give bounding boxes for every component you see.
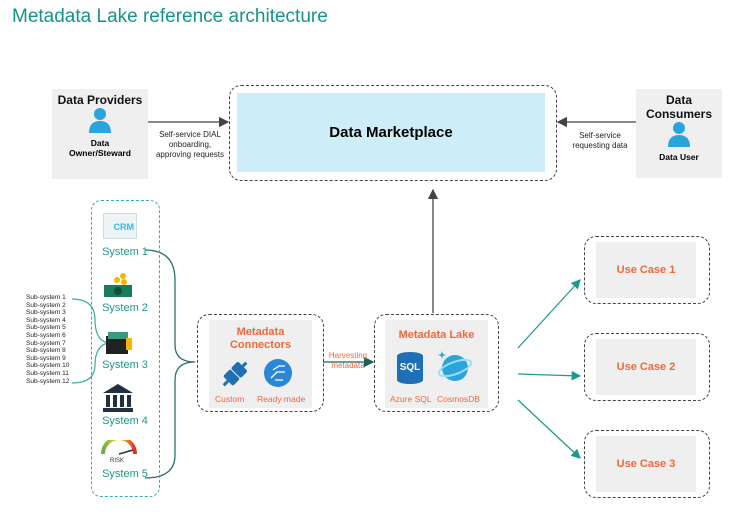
systems-container [91, 200, 160, 497]
consumers-role: Data User [659, 152, 699, 162]
azure-sql-icon: SQL [397, 352, 423, 384]
page-title: Metadata Lake reference architecture [12, 6, 328, 27]
system-5[interactable]: System 5 [102, 468, 148, 480]
risk-gauge-icon [101, 440, 137, 455]
subsystem-item: Sub-system 5 [26, 324, 66, 332]
bank-icon [103, 384, 133, 412]
use-case-1[interactable]: Use Case 1 [596, 242, 696, 298]
system-4[interactable]: System 4 [102, 415, 148, 427]
crm-icon: CRM [103, 213, 137, 239]
use-case-2[interactable]: Use Case 2 [596, 339, 696, 395]
cosmosdb-icon [437, 351, 473, 381]
machine-icon [106, 332, 132, 354]
subsystem-item: Sub-system 7 [26, 339, 66, 347]
use-case-1-arrow [517, 279, 581, 349]
metadata-connectors-panel[interactable]: Metadata Connectors Custom Ready made [209, 320, 312, 408]
system-2[interactable]: System 2 [102, 302, 148, 314]
subsystem-item: Sub-system 2 [26, 301, 66, 309]
circuit-icon [264, 359, 292, 387]
user-icon [668, 122, 690, 147]
subsystem-item: Sub-system 6 [26, 331, 66, 339]
metadata-lake-panel[interactable]: Metadata Lake SQL Azure SQL CosmosDB [385, 320, 488, 408]
consumers-flow-label: Self-service requesting data [572, 131, 628, 150]
providers-role: Data Owner/Steward [69, 138, 131, 158]
lake-heading: Metadata Lake [398, 329, 475, 341]
connectors-container [197, 314, 324, 412]
risk-label: RISK [110, 458, 125, 464]
plug-icon [222, 361, 248, 387]
data-consumers-panel: Data Consumers Data User [636, 89, 722, 178]
subsystem-item: Sub-system 3 [26, 309, 66, 317]
use-case-2-arrow [517, 370, 582, 381]
subsystem-item: Sub-system 9 [26, 354, 66, 362]
providers-heading: Data Providers [57, 93, 143, 107]
use-case-1-container [584, 236, 710, 304]
connectors-heading: Metadata Connectors [229, 326, 292, 351]
use-case-3-container [584, 430, 710, 498]
subsystem-item: Sub-system 10 [26, 362, 70, 370]
marketplace-container [229, 85, 557, 181]
lake-container [374, 314, 499, 412]
subsystem-item: Sub-system 4 [26, 316, 66, 324]
harvest-label: Harvesting metadata [328, 351, 368, 370]
user-icon [89, 108, 111, 133]
custom-label: Custom [215, 394, 245, 404]
subsystem-item: Sub-system 8 [26, 347, 66, 355]
use-case-2-container [584, 333, 710, 401]
use-case-3[interactable]: Use Case 3 [596, 436, 696, 492]
ready-made-label: Ready made [257, 394, 306, 404]
consumers-heading: Data Consumers [645, 93, 713, 121]
system-3[interactable]: System 3 [102, 359, 148, 371]
providers-flow-label: Self-service DIAL onboarding, approving … [155, 130, 225, 159]
subsystem-item: Sub-system 1 [26, 294, 66, 301]
cosmosdb-label: CosmosDB [437, 394, 480, 404]
data-marketplace[interactable]: Data Marketplace [237, 93, 545, 172]
systems-brace [144, 249, 196, 479]
subsystem-list: Sub-system 1 Sub-system 2 Sub-system 3 S… [26, 294, 69, 385]
money-icon [104, 273, 132, 297]
subsystem-item: Sub-system 12 [26, 377, 70, 385]
system-1[interactable]: System 1 [102, 246, 148, 258]
use-case-3-arrow [517, 399, 581, 459]
data-providers-panel: Data Providers Data Owner/Steward [52, 89, 148, 179]
azure-sql-label: Azure SQL [390, 394, 432, 404]
subsystem-item: Sub-system 11 [26, 369, 69, 377]
